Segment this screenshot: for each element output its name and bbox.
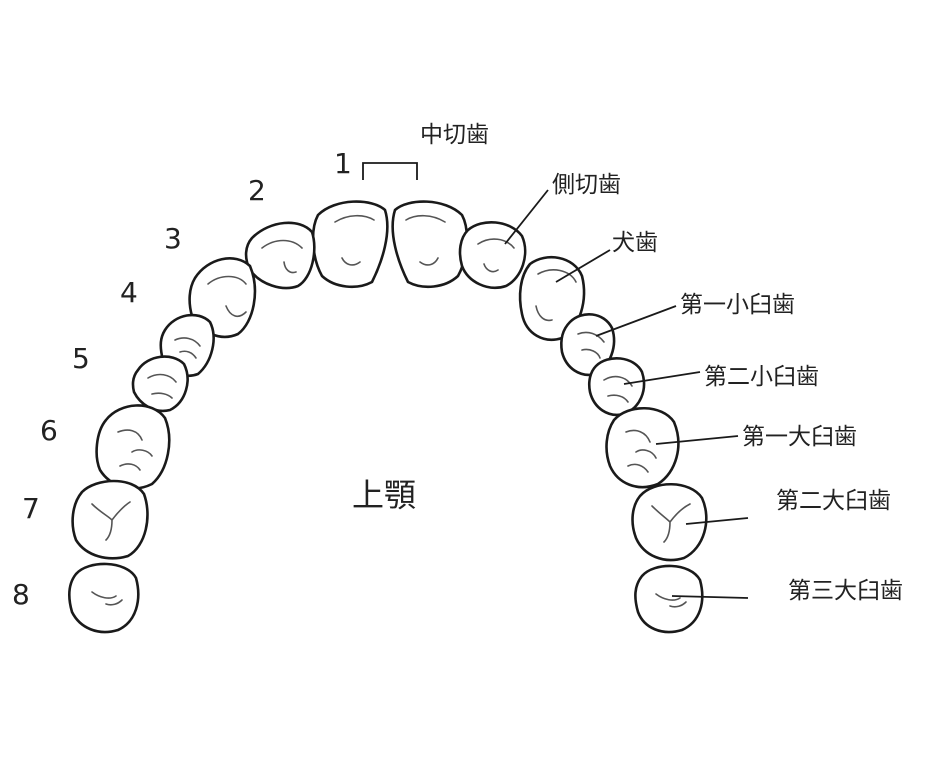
- tooth-number-5: 5: [72, 342, 90, 375]
- label-first-molar: 第一大臼歯: [742, 424, 857, 450]
- tooth-left-8: [68, 562, 140, 634]
- upper-jaw-label: 上顎: [352, 476, 416, 514]
- tooth-right-5: [587, 357, 646, 417]
- tooth-number-2: 2: [248, 174, 266, 207]
- tooth-number-7: 7: [22, 492, 40, 525]
- label-second-premolar: 第二小臼歯: [704, 364, 819, 390]
- tooth-right-4: [559, 313, 616, 377]
- leader-line-second-premolar: [623, 371, 701, 385]
- tooth-right-7: [631, 483, 708, 562]
- tooth-number-1: 1: [334, 147, 352, 180]
- leader-line-first-molar: [655, 435, 739, 445]
- tooth-number-3: 3: [164, 222, 182, 255]
- tooth-right-1: [391, 200, 469, 289]
- label-first-premolar: 第一小臼歯: [680, 292, 795, 318]
- label-second-molar: 第二大臼歯: [776, 488, 891, 514]
- leader-line-first-premolar: [595, 305, 677, 337]
- leader-line-lateral-incisor: [504, 189, 549, 245]
- leader-line-second-molar: [685, 517, 749, 525]
- label-central-incisor: 中切歯: [420, 122, 489, 148]
- tooth-left-2: [244, 221, 316, 290]
- tooth-left-5: [131, 355, 189, 413]
- tooth-number-6: 6: [40, 414, 58, 447]
- tooth-number-4: 4: [120, 276, 138, 309]
- tooth-left-1: [311, 200, 389, 289]
- label-canine: 犬歯: [612, 230, 658, 256]
- leader-line-canine: [555, 249, 611, 283]
- tooth-right-6: [605, 407, 680, 489]
- tooth-left-6: [95, 404, 171, 490]
- label-lateral-incisor: 側切歯: [552, 172, 621, 198]
- tooth-number-8: 8: [12, 578, 30, 611]
- central-incisor-bracket: [362, 162, 418, 180]
- leader-line-third-molar: [671, 595, 749, 599]
- label-third-molar: 第三大臼歯: [788, 578, 903, 604]
- tooth-right-8: [634, 564, 704, 634]
- tooth-left-7: [71, 479, 149, 560]
